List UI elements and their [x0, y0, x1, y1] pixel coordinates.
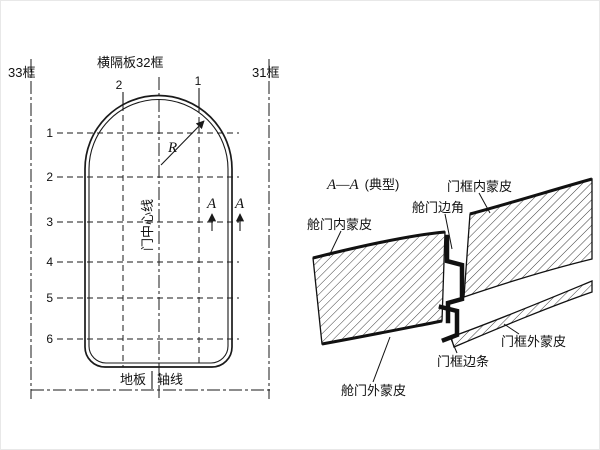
section-mark-a-left: A	[206, 196, 217, 212]
leader-frame-outer-skin	[503, 323, 520, 335]
door-outer-skin-label: 舱门外蒙皮	[341, 383, 406, 398]
row-number-5: 5	[46, 291, 53, 305]
frame-outer-skin-label: 门框外蒙皮	[501, 334, 566, 349]
frame-outer-skin-strip	[450, 280, 593, 348]
leader-door-edge-corner	[444, 213, 453, 250]
frame-inner-skin-line	[469, 177, 593, 216]
section-title-typical: (典型)	[365, 177, 400, 192]
door-centerline-label: 门中心线	[140, 199, 155, 251]
radius-label: R	[167, 140, 177, 156]
row-grid: 1 2 3 4 5 6	[46, 126, 239, 346]
section-title: A—A (典型)	[326, 176, 399, 193]
door-outer-skin-line	[321, 319, 443, 346]
frame-edge-strip-label: 门框边条	[437, 354, 489, 369]
frame-edge-strip-member	[438, 304, 460, 343]
door-inner-skin-label: 舱门内蒙皮	[307, 217, 372, 232]
stringer-2-label: 2	[116, 78, 123, 92]
frame-31-label: 31框	[252, 65, 279, 80]
door-front-view: 33框 横隔板32框 31框 2 1 1 2 3 4 5 6 R	[8, 55, 279, 399]
frame-33-label: 33框	[8, 65, 35, 80]
leader-door-outer-skin	[372, 336, 391, 383]
section-mark-a-right: A	[234, 196, 245, 212]
door-edge-corner-member	[444, 234, 465, 324]
row-number-2: 2	[46, 170, 53, 184]
floor-label: 地板	[120, 372, 146, 387]
section-view: A—A (典型) 门框内蒙皮 舱门边角 舱门内蒙皮 门框外蒙皮 门框边条 舱门外…	[307, 176, 593, 398]
leader-frame-edge-strip	[450, 338, 458, 354]
row-number-6: 6	[46, 332, 53, 346]
row-number-1: 1	[46, 126, 53, 140]
door-outline-outer	[84, 94, 233, 368]
frame-inner-skin-label: 门框内蒙皮	[447, 179, 512, 194]
door-edge-corner-label: 舱门边角	[412, 200, 464, 215]
axis-label: 轴线	[157, 372, 183, 387]
row-number-4: 4	[46, 255, 53, 269]
bulkhead-32-label: 横隔板32框	[97, 55, 163, 70]
stringer-1-label: 1	[195, 74, 202, 88]
section-title-letters: A—A	[326, 177, 360, 193]
leader-door-inner-skin	[328, 230, 342, 257]
door-inner-skin-line	[312, 230, 446, 260]
radius-arrow	[160, 120, 205, 166]
leader-frame-inner-skin	[478, 192, 491, 214]
row-number-3: 3	[46, 215, 53, 229]
